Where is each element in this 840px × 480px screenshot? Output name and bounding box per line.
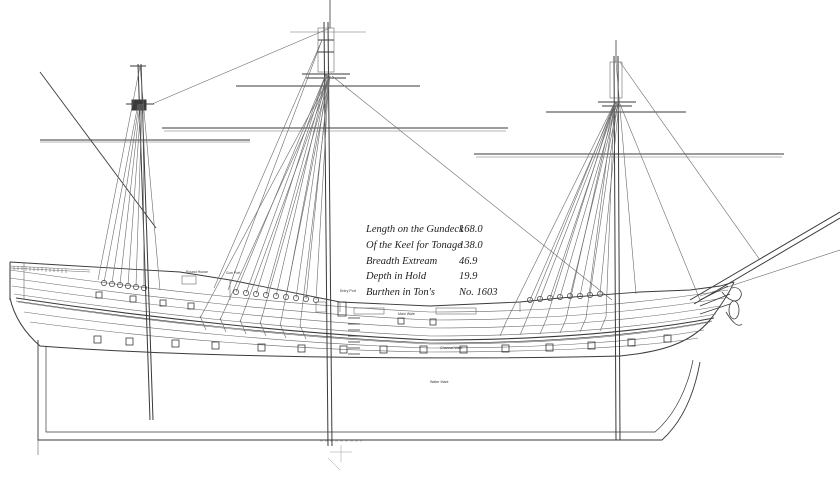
dimension-row: Length on the Gundeck 168.0 [366,222,556,238]
chain-plates [199,315,607,340]
fore-mast [598,40,636,441]
dimension-row: Depth in Hold 19.9 [366,269,556,285]
stern-rails [9,265,91,273]
label-entry-port: Entry Port [340,289,356,293]
label-round-house: Round House [186,270,208,274]
dimension-value: 138.0 [459,239,483,251]
entry-steps [337,301,360,355]
dimension-label: Length on the Gundeck [366,224,464,235]
deck-fittings [181,275,477,315]
dimension-value: 168.0 [459,224,483,235]
centre-marks [320,440,362,471]
label-gun-port: Gun Port [226,271,241,275]
bowsprit [689,211,840,305]
dimension-row: Breadth Extream 46.9 [366,254,556,270]
dimension-row: Of the Keel for Tonage 138.0 [366,238,556,254]
dimension-row: Burthen in Ton's No. 1603 [366,285,556,301]
dimension-value: 46.9 [459,255,478,267]
main-mast [302,0,350,447]
dimension-value: 19.9 [459,271,478,283]
principal-dimensions: Length on the Gundeck 168.0 Of the Keel … [366,222,556,301]
label-channel-wale: Channel Wale [440,346,463,350]
hull-upper [9,261,735,359]
gun-ports [93,291,672,354]
label-water-mark: Water Mark [430,380,449,384]
dimension-label: Of the Keel for Tonage [366,239,462,251]
dimension-label: Depth in Hold [366,271,427,283]
rigging [97,27,761,327]
dimension-label: Burthen in Ton's [366,287,435,299]
figurehead [699,285,743,326]
dimension-label: Breadth Extream [366,255,438,267]
label-main-wale: Main Wale [398,312,415,316]
dimension-value: No. 1603 [459,287,498,299]
hull-lower [37,340,701,455]
